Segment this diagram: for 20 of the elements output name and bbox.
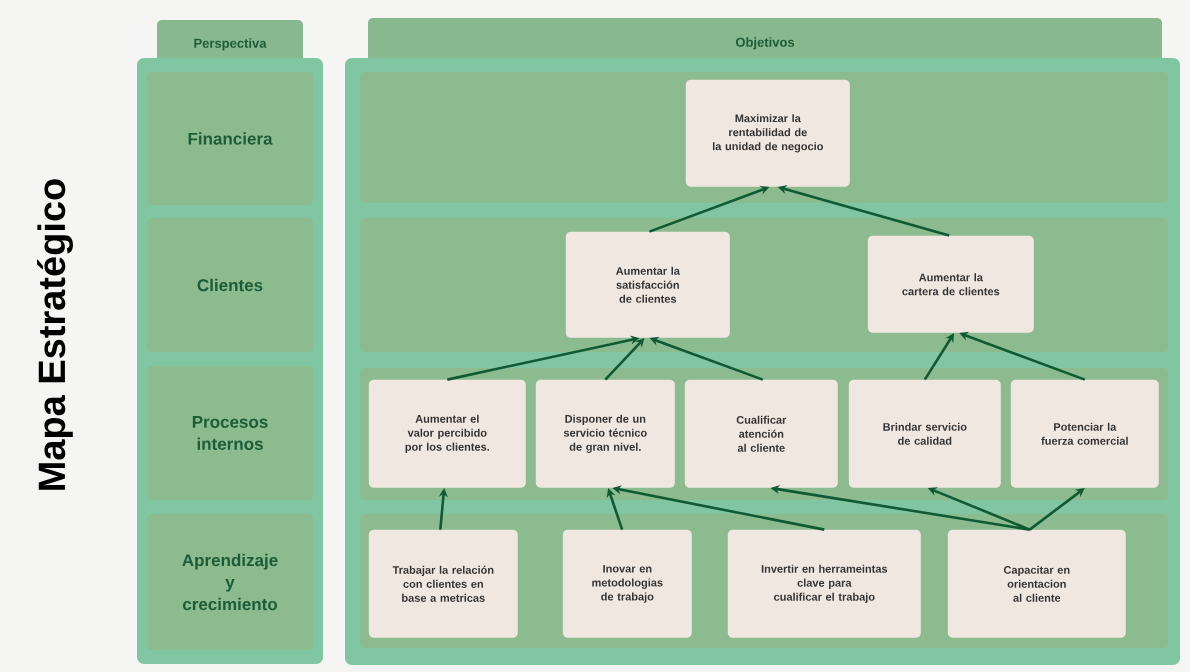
objective-card: Cualificar atención al cliente: [684, 379, 838, 488]
objective-card: Aumentar la satisfacción de clientes: [565, 231, 730, 338]
objective-card: Invertir en herrameintas clave para cualificar el trabajo: [727, 529, 921, 638]
objective-card: Trabajar la relación con clientes en base a metricas: [368, 529, 518, 638]
objective-card: Potenciar la fuerza comercial: [1010, 379, 1159, 488]
perspective-band: Clientes: [147, 218, 313, 352]
objective-card: Brindar servicio de calidad: [848, 379, 1001, 488]
perspective-band: Procesos internos: [147, 366, 313, 500]
title: Mapa Estratégico: [37, 179, 73, 490]
perspective-band: Aprendizaje y crecimiento: [147, 514, 313, 650]
perspective-band: Financiera: [147, 72, 313, 205]
objective-card: Maximizar la rentabilidad de la unidad de negocio: [685, 79, 850, 187]
objective-card: Aumentar la cartera de clientes: [867, 235, 1034, 333]
arrow: [606, 488, 624, 531]
objective-card: Disponer de un servicio técnico de gran nivel.: [535, 379, 675, 488]
arrow: [604, 338, 645, 381]
arrow: [1028, 488, 1085, 531]
objective-card: Capacitar en orientacion al cliente: [947, 529, 1126, 638]
objective-card: Inovar en metodologias de trabajo: [562, 529, 692, 638]
objective-card: Aumentar el valor percibido por los clientes.: [368, 379, 526, 488]
